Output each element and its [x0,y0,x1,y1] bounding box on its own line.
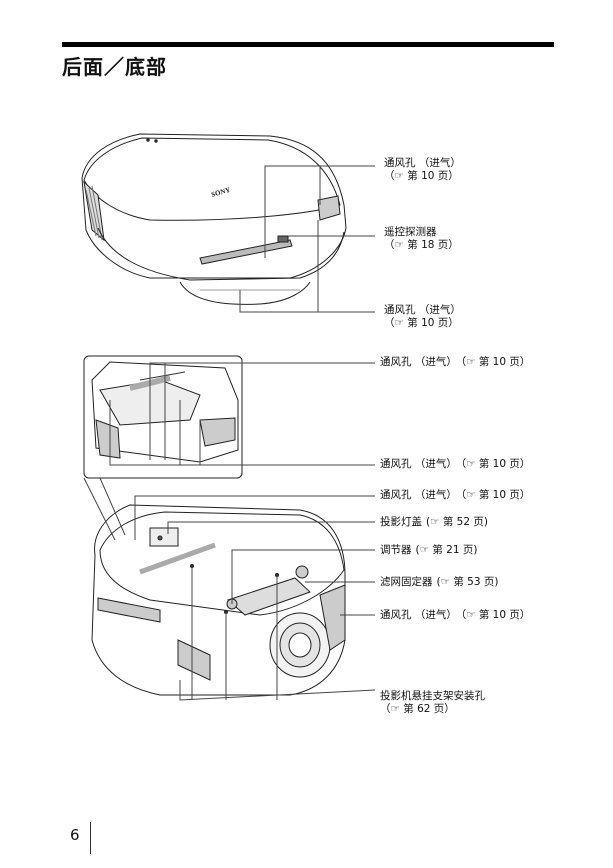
callout-ref: （☞ 第 10 页） [460,356,531,368]
top-rule [62,42,554,47]
callout-label: 通风孔 （进气） [380,356,457,368]
callout-label: 投影机悬挂支架安装孔 [380,690,485,702]
callout-label: 投影灯盖 [380,516,422,528]
callout-label: 调节器 [380,544,412,556]
callout-adjuster: 调节器(☞ 第 21 页) [380,544,477,557]
projector-rear-illustration [81,133,375,313]
callout-vent-intake-5: 通风孔 （进气）（☞ 第 10 页） [380,489,530,502]
callout-vent-intake-4: 通风孔 （进气）（☞ 第 10 页） [380,458,530,471]
callout-ref: （☞ 第 18 页） [384,239,459,251]
callout-label: 通风孔 （进气） [384,157,461,169]
callout-ref: （☞ 第 10 页） [460,609,531,621]
callout-vent-intake-1: 通风孔 （进气） （☞ 第 10 页） [384,157,461,183]
callout-label: 通风孔 （进气） [380,489,457,501]
page-title: 后面／底部 [62,55,167,79]
callout-filter-holder: 滤网固定器(☞ 第 53 页) [380,576,498,589]
callout-vent-intake-3: 通风孔 （进气）（☞ 第 10 页） [380,356,530,369]
callout-label: 通风孔 （进气） [380,609,457,621]
callout-label: 滤网固定器 [380,576,433,588]
callout-ref: （☞ 第 10 页） [460,489,531,501]
callout-label: 通风孔 （进气） [384,304,461,316]
callout-mount-holes: 投影机悬挂支架安装孔 （☞ 第 62 页） [380,690,485,716]
callout-ref: （☞ 第 10 页） [384,317,459,329]
callout-vent-intake-2: 通风孔 （进气） （☞ 第 10 页） [384,304,461,330]
callout-label: 遥控探测器 [384,226,437,238]
callout-ref: （☞ 第 10 页） [384,170,459,182]
callout-ref: （☞ 第 62 页） [380,703,455,715]
callout-vent-intake-6: 通风孔 （进气）（☞ 第 10 页） [380,609,530,622]
callout-ref: (☞ 第 21 页) [415,544,478,556]
callout-ref: (☞ 第 52 页) [426,516,488,528]
page-number-rule [90,822,91,854]
projector-bottom-illustration [91,495,376,701]
callout-ref: (☞ 第 53 页) [436,576,499,588]
detail-inset [83,355,375,541]
page-number: 6 [70,826,80,844]
callout-lamp-cover: 投影灯盖 (☞ 第 52 页) [380,516,488,529]
callout-remote-sensor: 遥控探测器 （☞ 第 18 页） [384,226,459,252]
callout-label: 通风孔 （进气） [380,458,457,470]
callout-ref: （☞ 第 10 页） [460,458,531,470]
